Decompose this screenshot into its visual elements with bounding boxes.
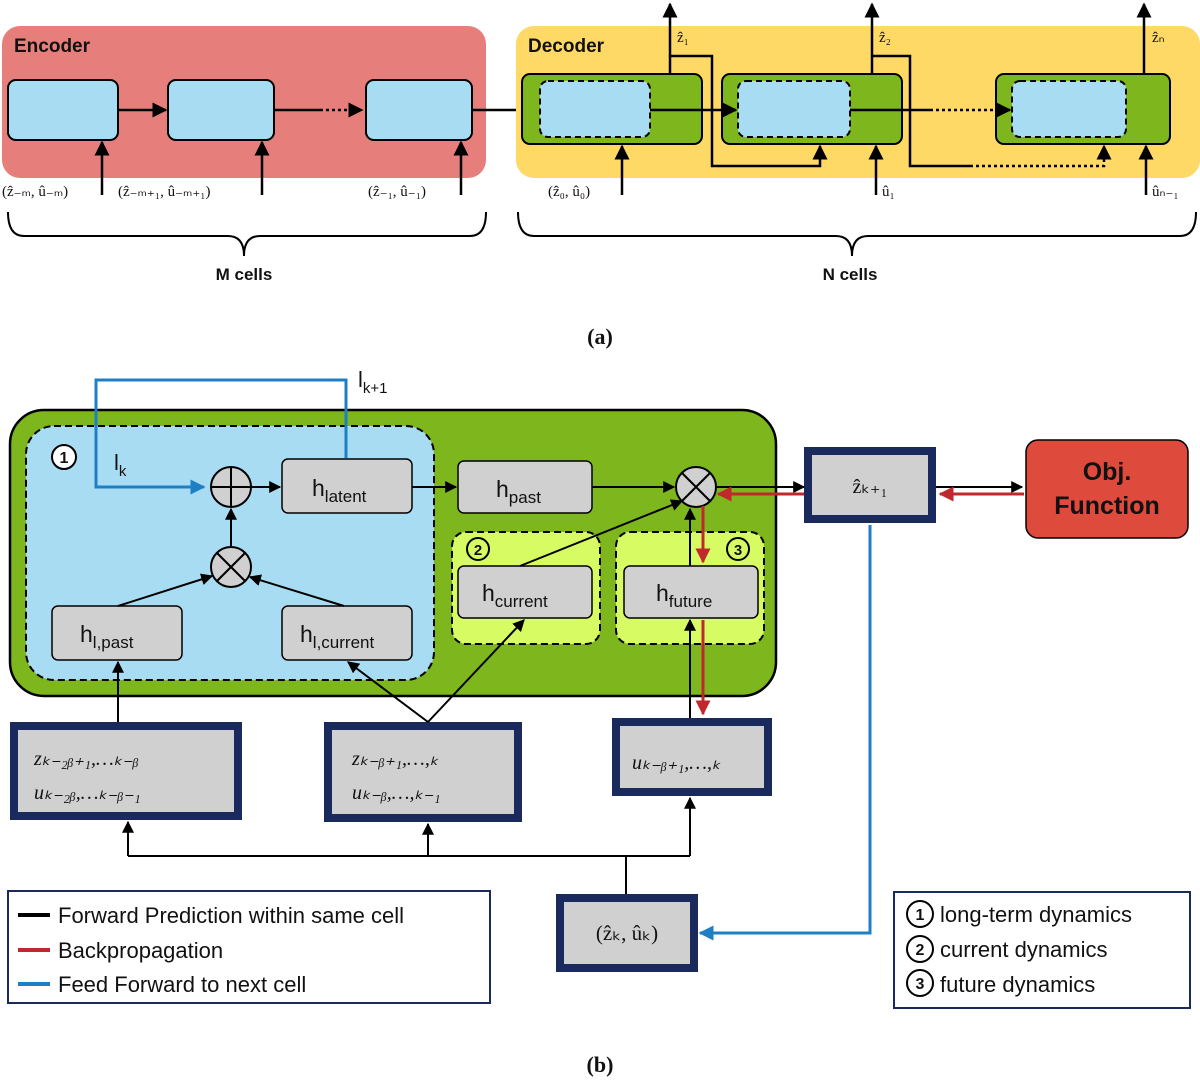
decoder-label: Decoder xyxy=(528,36,605,57)
part-b: 1 2 3 lk+1 lk hlatent hpast hcurrent hfu… xyxy=(7,367,1191,1077)
legend-badge-3-text: 3 xyxy=(916,976,925,993)
badge-1-text: 1 xyxy=(60,450,69,467)
multiply-node-right-x2 xyxy=(681,472,711,502)
encoder-label: Encoder xyxy=(14,36,91,57)
legend-badge-1 xyxy=(906,900,934,928)
badge-3-text: 3 xyxy=(734,542,742,559)
badge-1 xyxy=(51,444,77,470)
caption-a: (a) xyxy=(587,324,613,349)
part-a: Encoder (ẑ₋ₘ, û₋ₘ) (ẑ₋ₘ₊₁, û₋ₘ₊₁) (ẑ₋₁, … xyxy=(2,2,1200,349)
z-next-box xyxy=(804,447,936,523)
h-l-current-label: hl,current xyxy=(300,621,374,652)
h-current-label: hcurrent xyxy=(482,580,548,611)
legend-dynamics xyxy=(893,891,1191,1009)
h-latent-label: hlatent xyxy=(312,475,367,506)
lk1-label: lk+1 xyxy=(358,367,388,397)
feedback-path-1 xyxy=(670,54,828,168)
zk-uk-box xyxy=(556,894,698,972)
dec-input-label-2: û₁ xyxy=(882,184,895,200)
legend-arrows xyxy=(7,890,491,1004)
dec-input-label-1: (ẑ₀, û₀) xyxy=(548,184,590,200)
legend-badge-2 xyxy=(906,935,934,963)
enc-input-label-3: (ẑ₋₁, û₋₁) xyxy=(368,184,426,200)
lk-feed-loop xyxy=(94,378,348,495)
badge-2-text: 2 xyxy=(474,542,482,559)
multiply-node-left-x2 xyxy=(216,552,246,582)
feedback-path-dots xyxy=(970,144,1112,168)
caption-b: (b) xyxy=(587,1052,614,1077)
enc-input-label-1: (ẑ₋ₘ, û₋ₘ) xyxy=(2,184,68,200)
input-past-line-1: zₖ₋₂ᵦ₊₁,…ₖ₋ᵦ xyxy=(33,748,139,770)
arrow-inputcurr-to-hcurrent xyxy=(427,619,525,723)
input-future-box xyxy=(612,718,772,796)
arrow-inputcurr-to-hlcurrent xyxy=(347,661,429,723)
input-future-label: uₖ₋ᵦ₊₁,…,ₖ xyxy=(632,752,721,774)
brace-n-cells xyxy=(517,211,1197,257)
legend-badge-3 xyxy=(906,969,934,997)
dec-output-label-1: ẑ₁ xyxy=(677,30,689,46)
input-current-box xyxy=(324,722,522,822)
legend-badge-1-text: 1 xyxy=(916,907,925,924)
arrow-hlcurrent-to-mult xyxy=(248,574,345,607)
legend-badge-2-text: 2 xyxy=(916,942,925,959)
dec-output-label-n: ẑₙ xyxy=(1152,30,1165,46)
h-l-past-label: hl,past xyxy=(80,621,134,652)
brace-m-cells xyxy=(7,211,487,257)
h-future-label: hfuture xyxy=(656,580,712,611)
badge-2 xyxy=(466,537,490,561)
legend-dynamics-1: long-term dynamics xyxy=(940,902,1132,927)
legend-label-backprop: Backpropagation xyxy=(58,938,223,963)
encoder-cell-m xyxy=(365,79,473,141)
feed-forward-path xyxy=(698,525,872,941)
obj-line-2: Function xyxy=(1054,492,1160,520)
legend-label-forward: Forward Prediction within same cell xyxy=(58,903,404,928)
n-cells-label: N cells xyxy=(823,265,878,284)
dec-output-label-2: ẑ₂ xyxy=(879,30,891,46)
arrow-hcurrent-to-mult xyxy=(519,499,684,567)
legend-label-feed: Feed Forward to next cell xyxy=(58,972,306,997)
obj-function-box xyxy=(1025,439,1189,539)
input-current-line-2: uₖ₋ᵦ,…,ₖ₋₁ xyxy=(352,782,441,804)
input-past-line-2: uₖ₋₂ᵦ,…ₖ₋ᵦ₋₁ xyxy=(34,782,141,804)
lk-label: lk xyxy=(114,450,127,480)
arrow-hlpast-to-mult xyxy=(117,573,214,607)
legend-dynamics-3: future dynamics xyxy=(940,972,1095,997)
h-l-current-box xyxy=(281,605,413,661)
decoder-cell-n-inner xyxy=(1011,80,1127,138)
decoder-cell-1-inner xyxy=(539,80,651,138)
input-past-box xyxy=(10,722,242,820)
decoder-cell-2-inner xyxy=(737,80,851,138)
badge-3 xyxy=(726,537,750,561)
encoder-cell-2 xyxy=(167,79,275,141)
encoder-cell-1 xyxy=(7,79,119,141)
enc-input-label-2: (ẑ₋ₘ₊₁, û₋ₘ₊₁) xyxy=(118,184,210,200)
zk-uk-label: (ẑₖ, ûₖ) xyxy=(596,921,658,945)
legend-dynamics-2: current dynamics xyxy=(940,937,1108,962)
z-next-label: ẑₖ₊₁ xyxy=(853,476,888,498)
dec-input-label-n: ûₙ₋₁ xyxy=(1152,184,1179,200)
m-cells-label: M cells xyxy=(216,265,273,284)
h-current-box xyxy=(457,565,593,619)
input-current-line-1: zₖ₋ᵦ₊₁,…,ₖ xyxy=(351,748,439,770)
obj-line-1: Obj. xyxy=(1083,458,1132,486)
h-past-label: hpast xyxy=(496,476,541,507)
feedback-path-2 xyxy=(872,54,970,168)
h-l-past-box xyxy=(51,605,183,661)
